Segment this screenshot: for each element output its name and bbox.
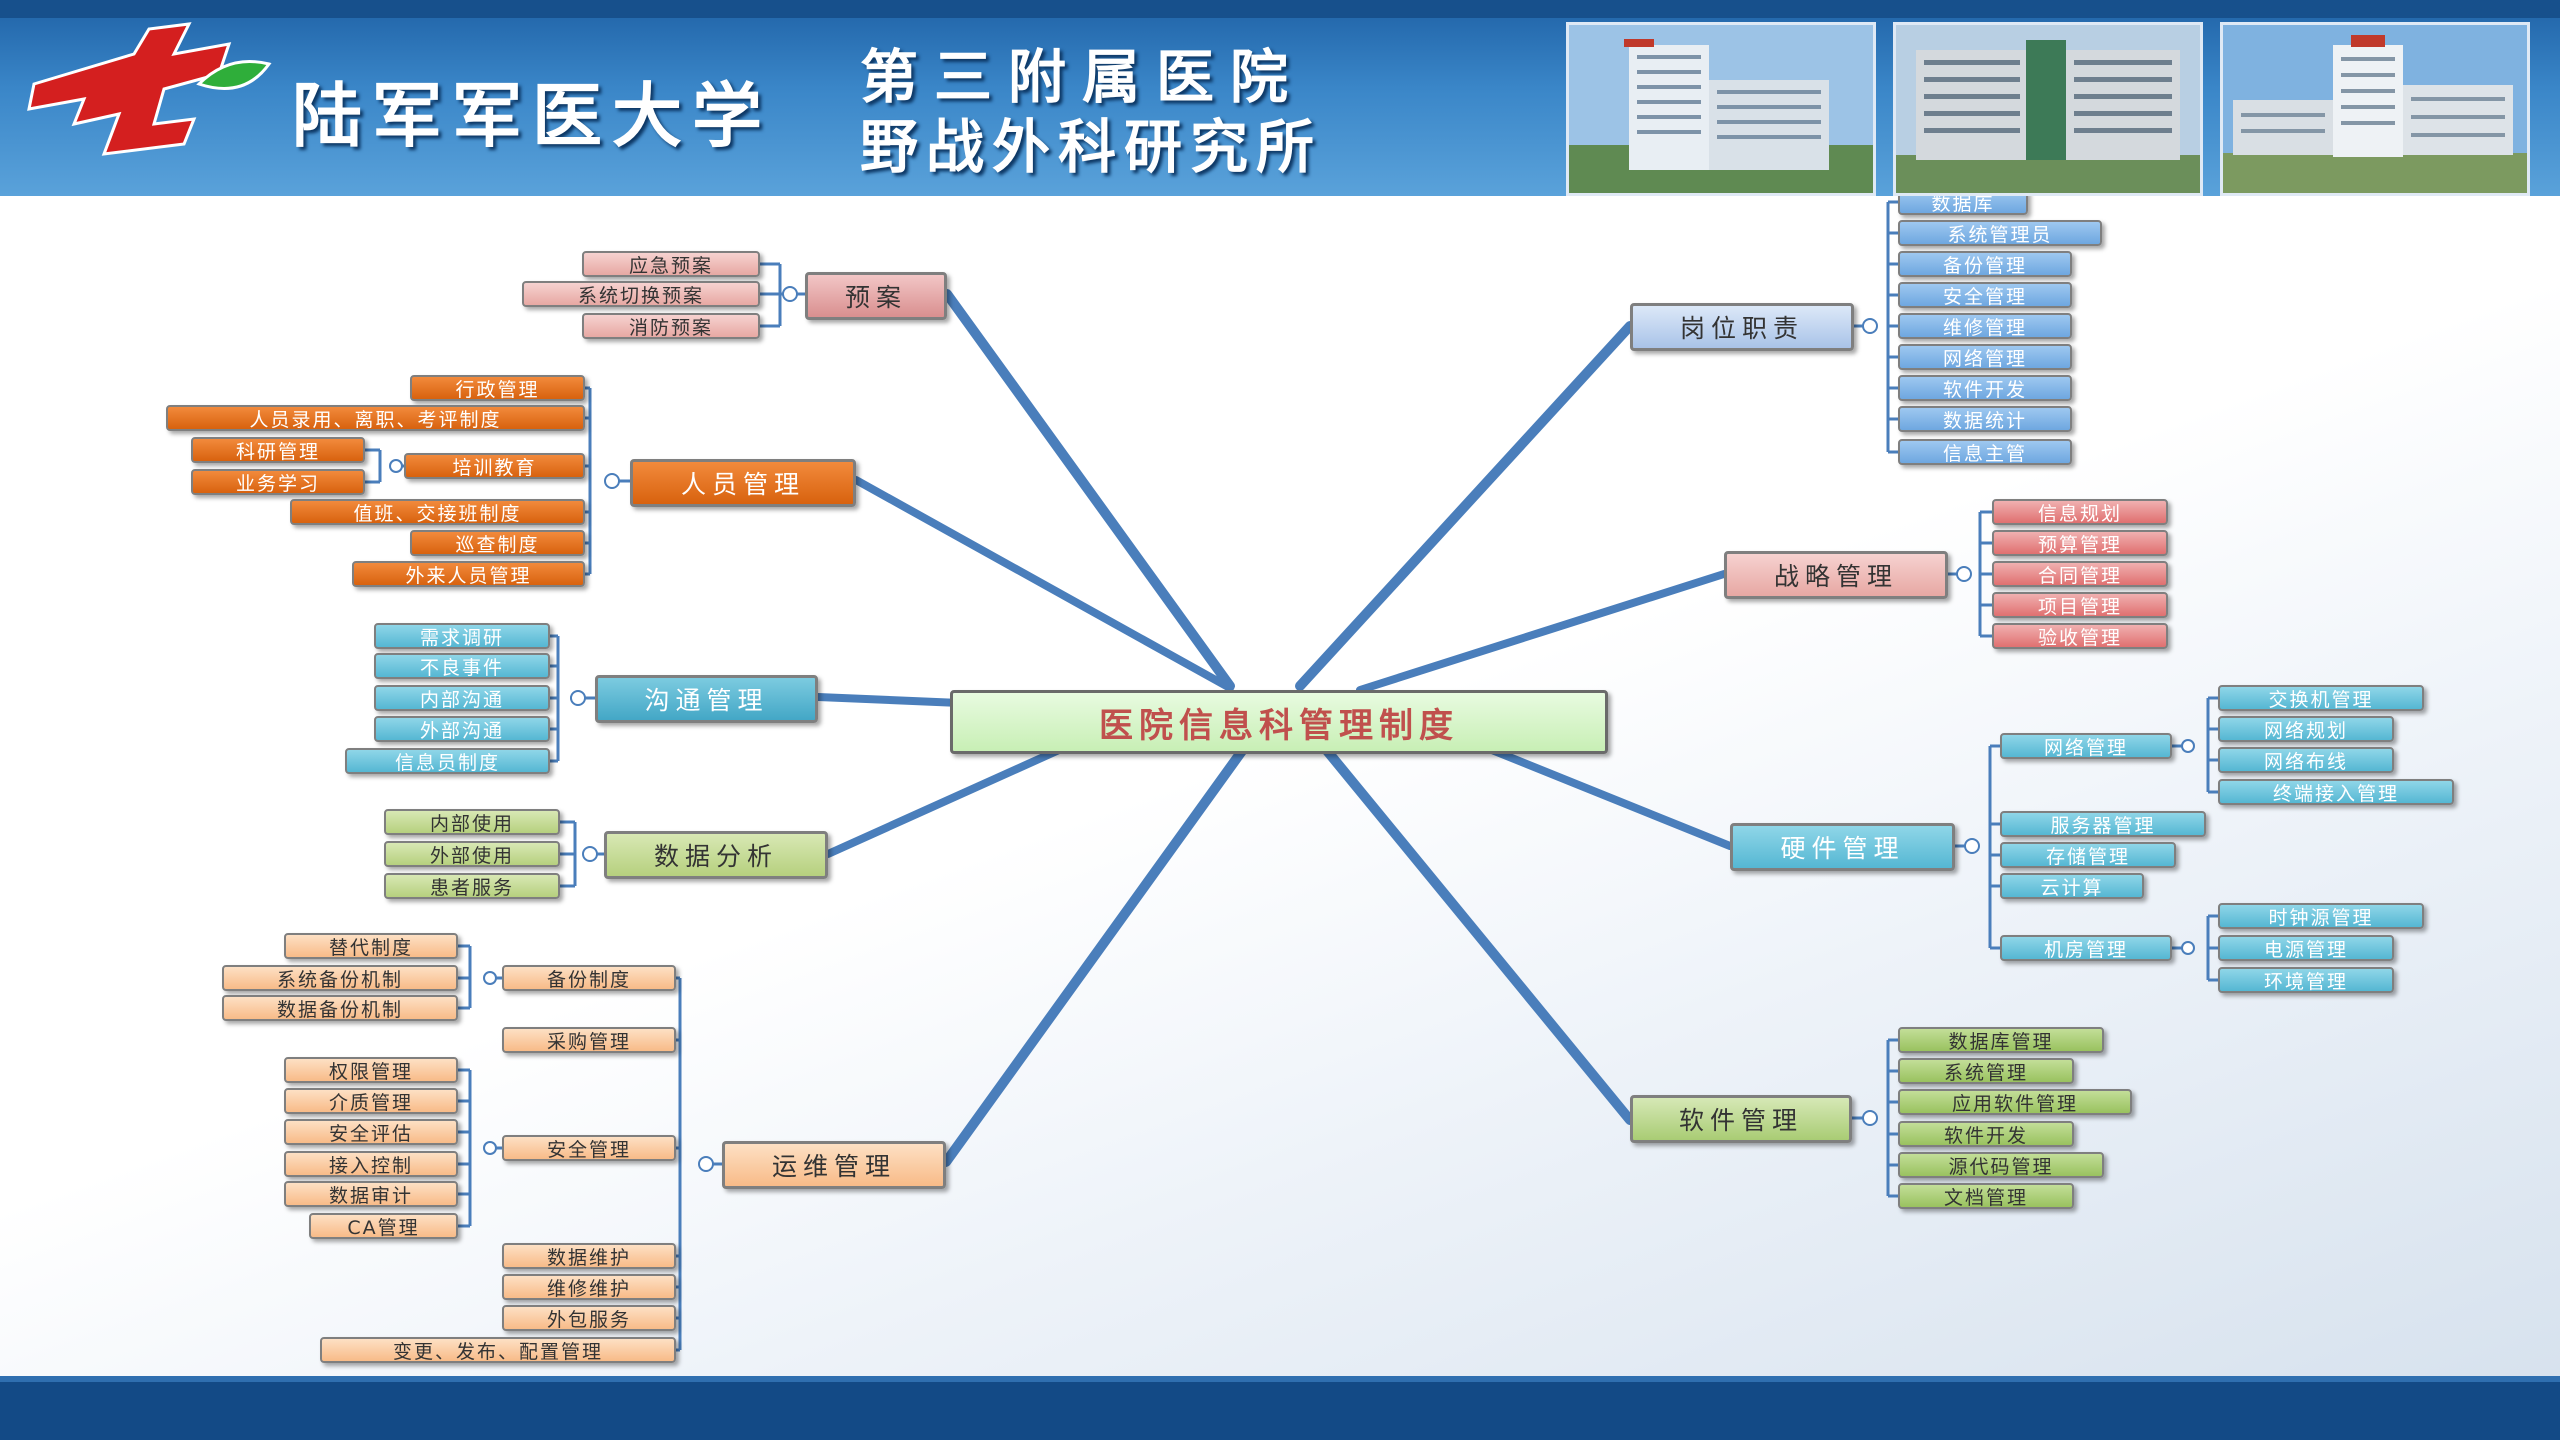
duties-item[interactable]: 信息主管: [1898, 439, 2072, 465]
hardware-storage[interactable]: 存储管理: [2000, 842, 2176, 868]
branch-plan[interactable]: 预案: [805, 272, 947, 320]
room-item[interactable]: 电源管理: [2218, 935, 2394, 961]
personnel-item[interactable]: 外来人员管理: [352, 561, 585, 587]
strategy-item[interactable]: 项目管理: [1992, 592, 2168, 618]
room-item[interactable]: 时钟源管理: [2218, 903, 2424, 929]
branch-strategy[interactable]: 战略管理: [1724, 551, 1948, 599]
duties-item[interactable]: 数据统计: [1898, 406, 2072, 432]
data-analysis-item[interactable]: 内部使用: [384, 809, 560, 835]
backup-item[interactable]: 替代制度: [284, 933, 458, 959]
plan-item[interactable]: 消防预案: [582, 313, 760, 339]
operations-item[interactable]: 变更、发布、配置管理: [320, 1337, 676, 1363]
strategy-item[interactable]: 预算管理: [1992, 530, 2168, 556]
institute-title: 野战外科研究所: [860, 113, 1323, 181]
security-item[interactable]: CA管理: [309, 1213, 458, 1239]
mindmap-connectors: [365, 200, 2218, 1352]
hardware-cloud[interactable]: 云计算: [2000, 873, 2144, 899]
operations-backup[interactable]: 备份制度: [502, 965, 676, 991]
branch-hardware[interactable]: 硬件管理: [1730, 823, 1955, 871]
hardware-room[interactable]: 机房管理: [2000, 935, 2172, 961]
personnel-item-training[interactable]: 培训教育: [404, 453, 585, 479]
hospital-title: 第三附属医院: [860, 43, 1305, 111]
network-item[interactable]: 网络布线: [2218, 747, 2394, 773]
strategy-item[interactable]: 信息规划: [1992, 499, 2168, 525]
operations-item[interactable]: 外包服务: [502, 1305, 676, 1331]
mindmap-area: 医院信息科管理制度 预案 应急预案 系统切换预案 消防预案 人员管理 行政管理 …: [0, 196, 2560, 1376]
branch-software[interactable]: 软件管理: [1630, 1095, 1852, 1143]
operations-item[interactable]: 维修维护: [502, 1274, 676, 1300]
duties-item[interactable]: 系统管理员: [1898, 220, 2102, 246]
branch-communication[interactable]: 沟通管理: [595, 675, 818, 723]
strategy-item[interactable]: 验收管理: [1992, 623, 2168, 649]
network-item[interactable]: 交换机管理: [2218, 685, 2424, 711]
branch-duties[interactable]: 岗位职责: [1630, 303, 1854, 351]
branch-operations[interactable]: 运维管理: [722, 1141, 946, 1189]
software-item[interactable]: 文档管理: [1898, 1183, 2074, 1209]
plan-item[interactable]: 系统切换预案: [522, 281, 760, 307]
duties-item[interactable]: 维修管理: [1898, 313, 2072, 339]
hospital-building-photo-1: [1566, 22, 1876, 196]
hardware-network[interactable]: 网络管理: [2000, 733, 2172, 759]
operations-procurement[interactable]: 采购管理: [502, 1027, 676, 1053]
branch-connector-plan: [942, 289, 1235, 691]
software-item[interactable]: 数据库管理: [1898, 1027, 2104, 1053]
network-item[interactable]: 终端接入管理: [2218, 779, 2454, 805]
security-item[interactable]: 接入控制: [284, 1151, 458, 1177]
branch-connector-strategy: [1356, 570, 1728, 694]
personnel-item[interactable]: 值班、交接班制度: [290, 499, 585, 525]
branch-connector-software: [1305, 725, 1635, 1125]
personnel-item[interactable]: 巡查制度: [410, 530, 585, 556]
hospital-building-photo-3: [2220, 22, 2530, 196]
footer-bar: [0, 1376, 2560, 1440]
branch-personnel[interactable]: 人员管理: [630, 459, 856, 507]
branch-data-analysis[interactable]: 数据分析: [604, 831, 828, 879]
hospital-building-photo-2: [1893, 22, 2203, 196]
security-item[interactable]: 数据审计: [284, 1181, 458, 1207]
security-item[interactable]: 介质管理: [284, 1088, 458, 1114]
software-item[interactable]: 应用软件管理: [1898, 1089, 2132, 1115]
branch-connector-operations: [941, 721, 1265, 1167]
communication-item[interactable]: 外部沟通: [374, 716, 550, 742]
university-title: 陆军军医大学: [292, 75, 772, 157]
plan-item[interactable]: 应急预案: [582, 251, 760, 277]
communication-item[interactable]: 内部沟通: [374, 685, 550, 711]
backup-item[interactable]: 系统备份机制: [222, 965, 458, 991]
communication-item[interactable]: 不良事件: [374, 653, 550, 679]
duties-item[interactable]: 备份管理: [1898, 251, 2072, 277]
communication-item[interactable]: 信息员制度: [345, 748, 550, 774]
backup-item[interactable]: 数据备份机制: [222, 995, 458, 1021]
branch-connector-personnel: [852, 476, 1234, 692]
operations-security[interactable]: 安全管理: [502, 1135, 676, 1161]
mindmap-center-node[interactable]: 医院信息科管理制度: [950, 690, 1608, 754]
communication-item[interactable]: 需求调研: [374, 623, 550, 649]
software-item[interactable]: 软件开发: [1898, 1121, 2074, 1147]
software-item[interactable]: 系统管理: [1898, 1058, 2074, 1084]
strategy-item[interactable]: 合同管理: [1992, 561, 2168, 587]
training-item[interactable]: 业务学习: [191, 469, 365, 495]
duties-item[interactable]: 安全管理: [1898, 282, 2072, 308]
personnel-item[interactable]: 人员录用、离职、考评制度: [166, 405, 585, 431]
room-item[interactable]: 环境管理: [2218, 967, 2394, 993]
duties-item[interactable]: 软件开发: [1898, 375, 2072, 401]
security-item[interactable]: 安全评估: [284, 1119, 458, 1145]
security-item[interactable]: 权限管理: [284, 1057, 458, 1083]
branch-connector-duties: [1295, 321, 1635, 691]
header-banner: 陆军军医大学 第三附属医院 野战外科研究所: [0, 0, 2560, 196]
data-analysis-item[interactable]: 患者服务: [384, 873, 560, 899]
training-item[interactable]: 科研管理: [191, 437, 365, 463]
personnel-item[interactable]: 行政管理: [410, 375, 585, 401]
header-top-stripe: [0, 0, 2560, 18]
duties-item[interactable]: 网络管理: [1898, 344, 2072, 370]
branch-connector-communication: [814, 693, 964, 707]
hospital-logo-icon: [27, 22, 272, 156]
duties-item[interactable]: 数据库: [1898, 196, 2028, 215]
software-item[interactable]: 源代码管理: [1898, 1152, 2104, 1178]
network-item[interactable]: 网络规划: [2218, 716, 2394, 742]
data-analysis-item[interactable]: 外部使用: [384, 841, 560, 867]
hardware-server[interactable]: 服务器管理: [2000, 811, 2206, 837]
operations-item[interactable]: 数据维护: [502, 1243, 676, 1269]
footer-top-stripe: [0, 1376, 2560, 1382]
